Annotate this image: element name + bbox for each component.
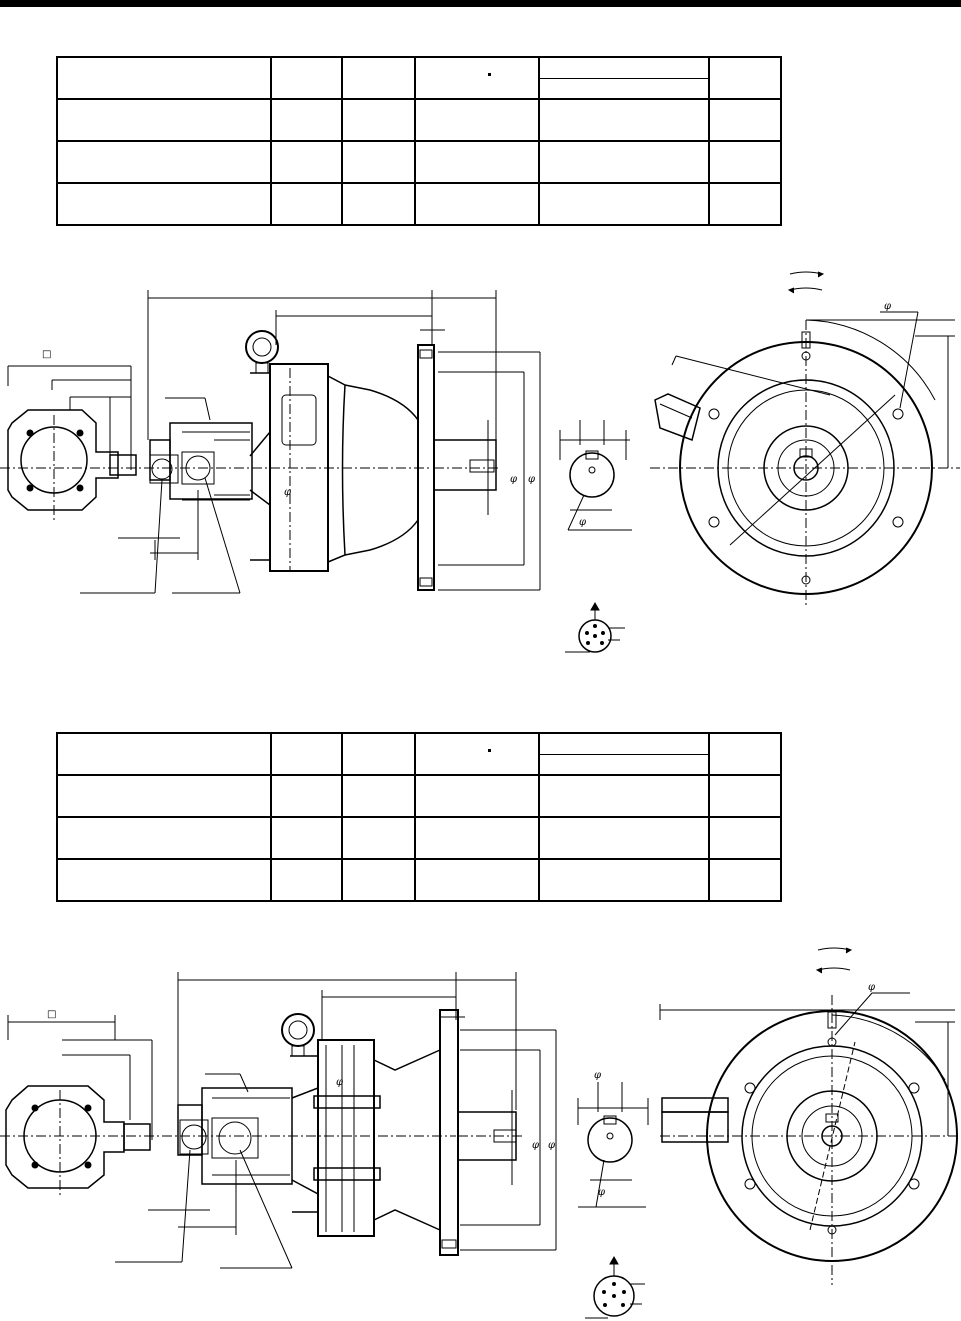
table-cell — [414, 858, 540, 902]
header-cell — [56, 56, 272, 100]
table-cell — [270, 182, 343, 226]
header-rule — [0, 0, 961, 7]
terminal-box-end-view — [0, 366, 150, 520]
header-cell — [708, 56, 782, 100]
table-row — [56, 816, 782, 860]
table-cell — [270, 140, 343, 184]
header-cell — [414, 56, 540, 100]
header-cell — [341, 56, 416, 100]
table-cell — [56, 182, 272, 226]
table-cell — [56, 858, 272, 902]
diameter-symbol: φ — [510, 474, 517, 485]
spec-table-2 — [56, 732, 782, 902]
diameter-symbol: φ — [868, 982, 875, 993]
table-cell — [708, 140, 782, 184]
header-cell — [270, 56, 343, 100]
table-cell — [270, 858, 343, 902]
table-header-row — [56, 732, 782, 776]
shaft-section-detail — [578, 1082, 648, 1207]
motor-dimension-drawing-2: □ — [0, 935, 961, 1321]
square-symbol: □ — [47, 1009, 56, 1020]
table-cell — [270, 816, 343, 860]
header-cell-split — [538, 56, 710, 100]
diameter-symbol: φ — [579, 517, 586, 528]
table-cell — [708, 816, 782, 860]
table-header-row — [56, 56, 782, 100]
motor-side-elevation — [0, 972, 556, 1268]
table-cell — [270, 774, 343, 818]
header-cell — [56, 732, 272, 776]
diameter-symbol: φ — [548, 1140, 555, 1151]
flange-front-view — [660, 948, 960, 1285]
table-cell — [708, 774, 782, 818]
table-cell — [708, 98, 782, 142]
terminal-box-end-view — [0, 1015, 165, 1195]
table-cell — [708, 182, 782, 226]
diameter-symbol: φ — [528, 474, 535, 485]
table-cell — [414, 774, 540, 818]
table-cell — [708, 858, 782, 902]
table-cell — [538, 182, 710, 226]
header-cell — [341, 732, 416, 776]
table-row — [56, 140, 782, 184]
table-row — [56, 182, 782, 226]
diameter-symbol: φ — [284, 487, 291, 498]
table-cell — [538, 858, 710, 902]
diameter-symbol: φ — [336, 1077, 343, 1088]
table-cell — [538, 140, 710, 184]
table-row — [56, 858, 782, 902]
diameter-symbol: φ — [598, 1187, 605, 1198]
table-cell — [414, 182, 540, 226]
connector-pin-view — [585, 1257, 645, 1318]
table-row — [56, 774, 782, 818]
connector-pin-view — [565, 603, 625, 652]
table-cell — [538, 774, 710, 818]
diameter-symbol: φ — [532, 1140, 539, 1151]
shaft-section-detail — [560, 420, 632, 530]
header-cell — [708, 732, 782, 776]
table-cell — [56, 140, 272, 184]
table-row — [56, 98, 782, 142]
flange-front-view — [650, 272, 960, 605]
table-cell — [341, 140, 416, 184]
table-cell — [414, 816, 540, 860]
header-cell-split — [538, 732, 710, 776]
diameter-symbol: φ — [594, 1070, 601, 1081]
square-symbol: □ — [42, 349, 51, 360]
header-cell — [270, 732, 343, 776]
table-cell — [341, 182, 416, 226]
table-cell — [414, 98, 540, 142]
table-cell — [56, 774, 272, 818]
diameter-symbol: φ — [884, 301, 891, 312]
table-cell — [56, 816, 272, 860]
table-cell — [270, 98, 343, 142]
spec-table-1 — [56, 56, 782, 226]
table-cell — [341, 816, 416, 860]
motor-side-elevation — [0, 290, 540, 593]
motor-dimension-drawing-1: □ — [0, 260, 961, 670]
table-cell — [341, 98, 416, 142]
table-cell — [414, 140, 540, 184]
table-cell — [341, 774, 416, 818]
table-cell — [538, 98, 710, 142]
header-cell — [414, 732, 540, 776]
table-cell — [341, 858, 416, 902]
table-cell — [56, 98, 272, 142]
table-cell — [538, 816, 710, 860]
decimal-mark — [488, 749, 491, 752]
decimal-mark — [488, 73, 491, 76]
